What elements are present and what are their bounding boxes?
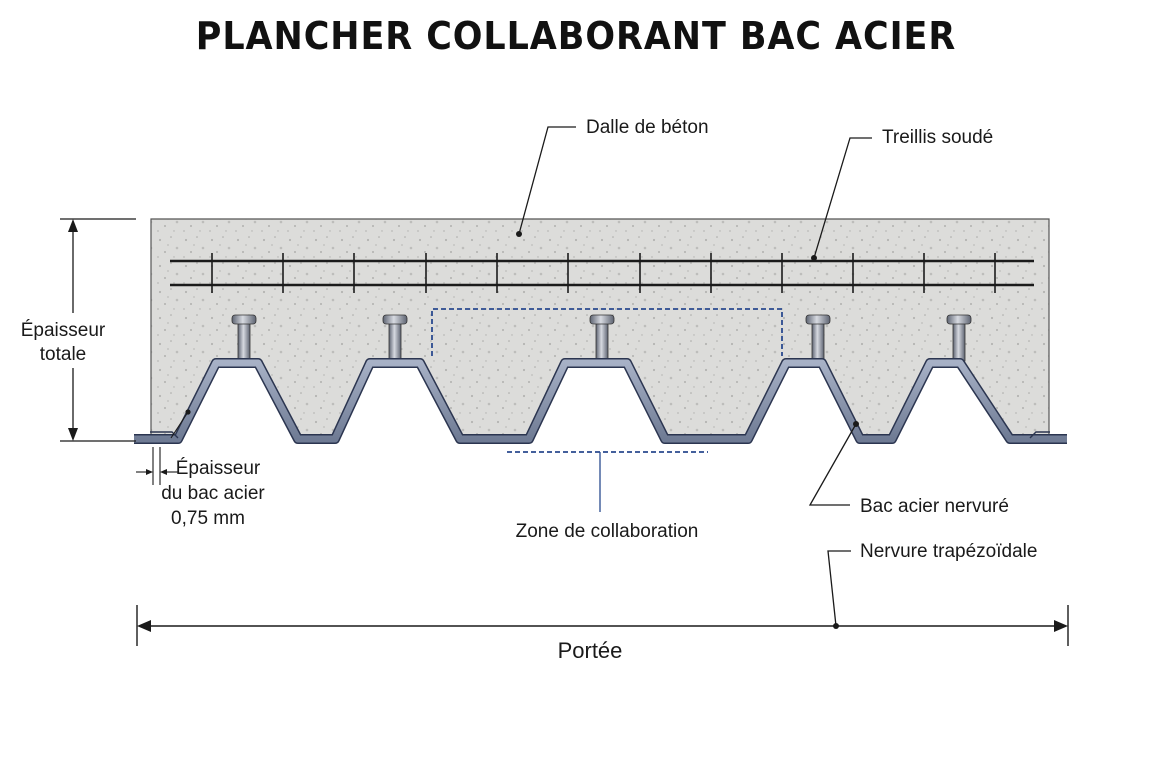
span-dimension <box>136 605 1069 646</box>
concrete-slab-label: Dalle de béton <box>586 117 709 138</box>
ribbed-steel-deck <box>134 358 1067 444</box>
welded-mesh-label: Treillis soudé <box>882 127 993 148</box>
deck-thickness-label-line1: Épaisseur <box>176 458 261 479</box>
shear-stud <box>382 314 408 362</box>
shear-stud <box>589 314 615 362</box>
collaboration-zone-label: Zone de collaboration <box>516 521 699 542</box>
diagram-title: PLANCHER COLLABORANT BAC ACIER <box>195 14 957 58</box>
ribbed-deck-label: Bac acier nervuré <box>860 496 1009 517</box>
deck-thickness-value: 0,75 mm <box>171 508 245 529</box>
span-label: Portée <box>558 638 623 663</box>
concrete-slab-leader <box>516 126 576 237</box>
total-thickness-label-line2: totale <box>40 344 86 365</box>
shear-stud <box>805 314 831 362</box>
welded-mesh-leader <box>811 137 872 261</box>
ribbed-deck-leader <box>808 421 859 506</box>
deck-thickness-dimension <box>136 409 191 485</box>
total-thickness-dimension <box>60 218 136 442</box>
welded-mesh <box>170 253 1034 293</box>
collaboration-zone <box>431 308 783 512</box>
total-thickness-label-line1: Épaisseur <box>21 320 106 341</box>
trapezoidal-rib-label: Nervure trapézoïdale <box>860 541 1037 562</box>
deck-thickness-label-line2: du bac acier <box>161 483 265 504</box>
trapezoidal-rib-leader <box>827 550 851 629</box>
shear-studs <box>231 314 972 362</box>
